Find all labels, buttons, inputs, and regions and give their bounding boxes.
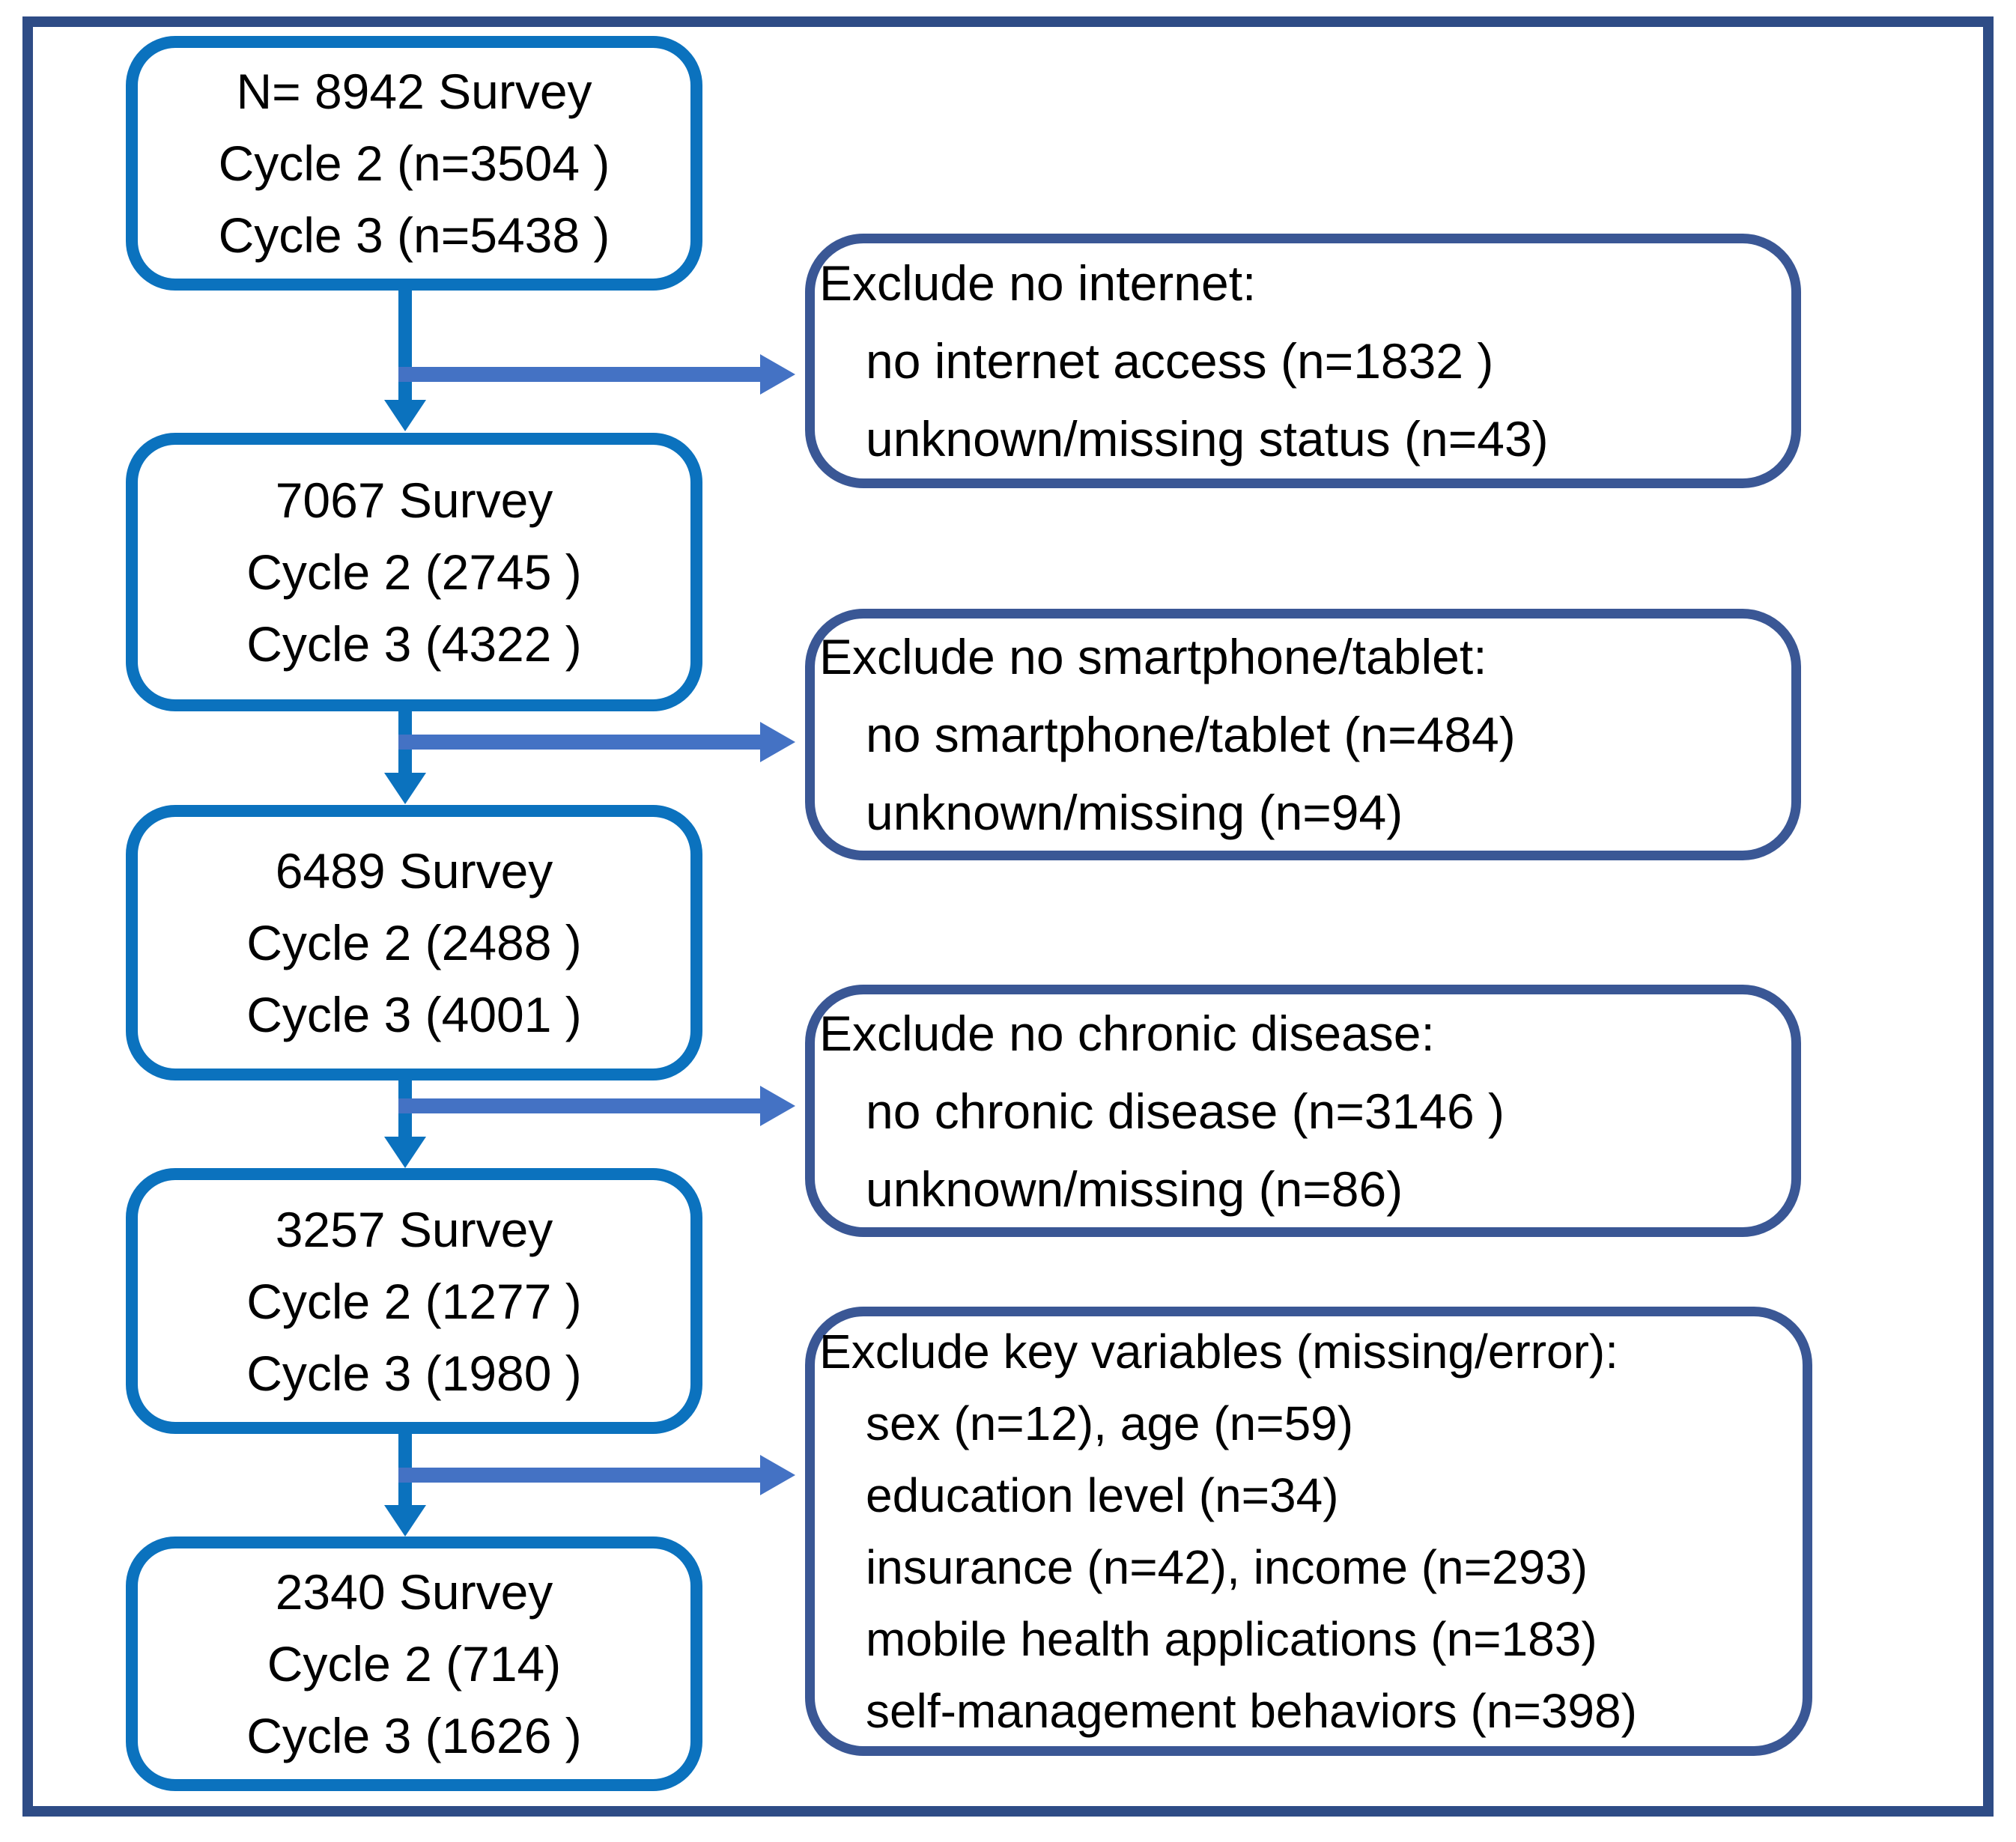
right-arrow-stem [398, 1468, 760, 1483]
down-arrow-stem [398, 288, 412, 401]
right-arrow-head [760, 1455, 795, 1495]
cohort-box-line: Cycle 3 (1626 ) [246, 1708, 582, 1763]
exclusion-item: no internet access (n=1832 ) [866, 333, 1494, 389]
exclusion-item: unknown/missing (n=86) [866, 1161, 1403, 1217]
exclusion-item: unknown/missing (n=94) [866, 785, 1403, 840]
exclusion-box-3: Exclude no chronic disease: no chronic d… [805, 985, 1801, 1237]
cohort-box-line: Cycle 3 (4322 ) [246, 616, 582, 672]
down-arrow-head [384, 1505, 426, 1536]
exclusion-item: insurance (n=42), income (n=293) [866, 1540, 1588, 1594]
exclusion-title: Exclude no chronic disease: [819, 1005, 1435, 1061]
right-arrow-stem [398, 367, 760, 382]
down-arrow-head [384, 400, 426, 431]
cohort-box-2: 7067 Survey Cycle 2 (2745 ) Cycle 3 (432… [126, 433, 702, 711]
cohort-box-line: Cycle 2 (714) [267, 1636, 562, 1691]
exclusion-item: no smartphone/tablet (n=484) [866, 707, 1516, 762]
down-arrow-head [384, 773, 426, 804]
right-arrow-head [760, 722, 795, 762]
exclusion-title: Exclude no smartphone/tablet: [819, 629, 1487, 684]
exclusion-item: education level (n=34) [866, 1468, 1339, 1522]
exclusion-item: sex (n=12), age (n=59) [866, 1396, 1354, 1450]
cohort-box-line: Cycle 2 (1277 ) [246, 1273, 582, 1329]
cohort-box-line: 6489 Survey [275, 843, 553, 899]
cohort-box-line: Cycle 3 (1980 ) [246, 1345, 582, 1401]
exclusion-title: Exclude no internet: [819, 255, 1257, 311]
cohort-box-1: N= 8942 Survey Cycle 2 (n=3504 ) Cycle 3… [126, 36, 702, 291]
cohort-box-3: 6489 Survey Cycle 2 (2488 ) Cycle 3 (400… [126, 805, 702, 1080]
cohort-box-line: Cycle 3 (4001 ) [246, 987, 582, 1042]
cohort-box-line: Cycle 2 (2488 ) [246, 915, 582, 970]
exclusion-item: no chronic disease (n=3146 ) [866, 1083, 1505, 1139]
exclusion-box-2: Exclude no smartphone/tablet: no smartph… [805, 609, 1801, 860]
cohort-box-line: 3257 Survey [275, 1201, 553, 1257]
right-arrow-stem [398, 1098, 760, 1113]
right-arrow-stem [398, 735, 760, 750]
cohort-box-line: N= 8942 Survey [236, 64, 592, 119]
right-arrow-head [760, 354, 795, 395]
cohort-box-4: 3257 Survey Cycle 2 (1277 ) Cycle 3 (198… [126, 1168, 702, 1434]
right-arrow-head [760, 1086, 795, 1126]
exclusion-title: Exclude key variables (missing/error): [819, 1325, 1618, 1379]
cohort-box-line: 7067 Survey [275, 472, 553, 528]
exclusion-item: mobile health applications (n=183) [866, 1612, 1597, 1666]
exclusion-item: unknown/missing status (n=43) [866, 411, 1549, 466]
cohort-box-line: Cycle 2 (n=3504 ) [218, 136, 610, 191]
cohort-box-line: 2340 Survey [275, 1564, 553, 1620]
cohort-box-line: Cycle 2 (2745 ) [246, 544, 582, 600]
down-arrow-head [384, 1137, 426, 1168]
cohort-box-line: Cycle 3 (n=5438 ) [218, 207, 610, 263]
exclusion-box-4: Exclude key variables (missing/error): s… [805, 1307, 1812, 1756]
outer-frame [22, 16, 1994, 1817]
exclusion-box-1: Exclude no internet: no internet access … [805, 234, 1801, 488]
cohort-box-5: 2340 Survey Cycle 2 (714) Cycle 3 (1626 … [126, 1536, 702, 1791]
exclusion-item: self-management behaviors (n=398) [866, 1684, 1637, 1738]
